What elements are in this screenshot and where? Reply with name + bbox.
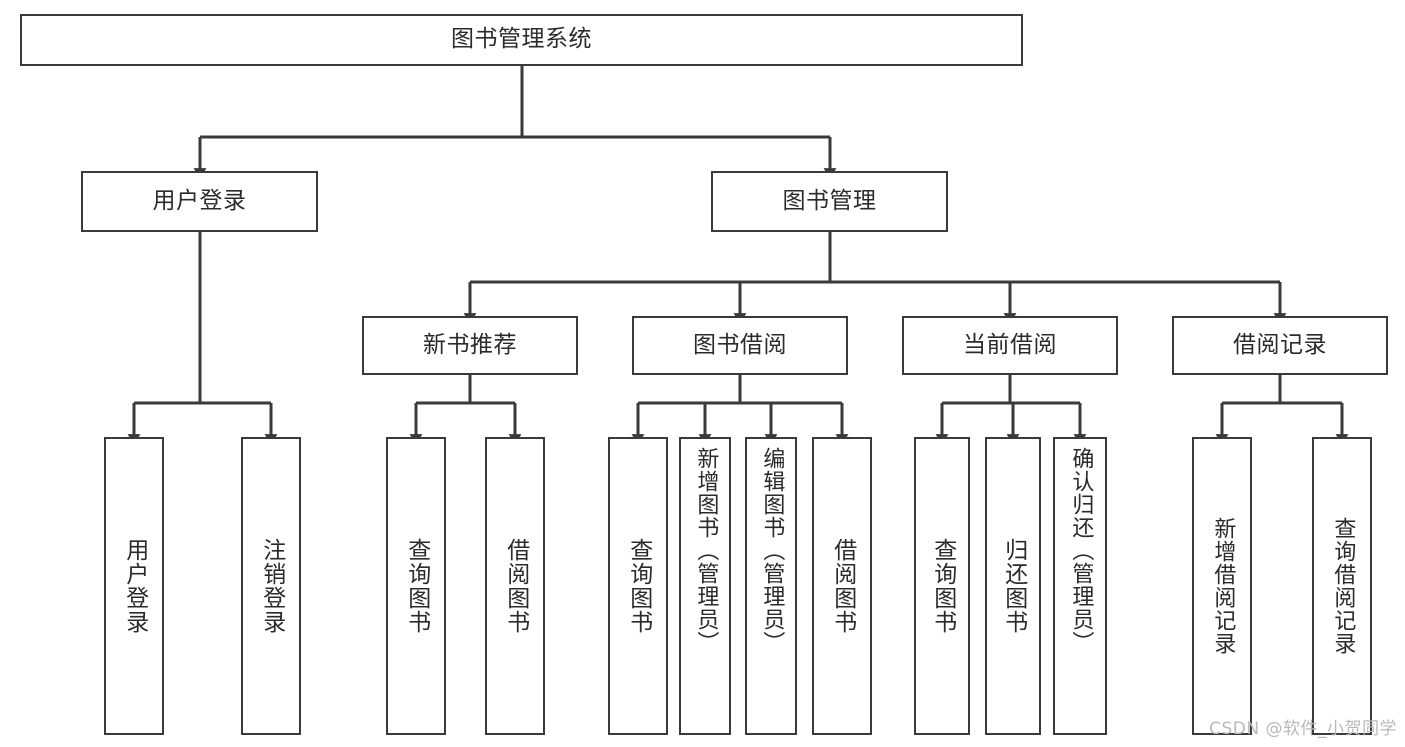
node-leaf-cb-query[interactable]: 查询图书 [914, 437, 970, 735]
node-label: 查询图书 [929, 538, 956, 634]
node-label: 归还图书 [1000, 538, 1027, 634]
node-label: 借阅图书 [829, 538, 856, 634]
node-label: 用户登录 [121, 538, 148, 634]
node-book-borrow[interactable]: 图书借阅 [632, 316, 848, 375]
node-leaf-br-query[interactable]: 查询借阅记录 [1312, 437, 1372, 735]
node-borrow-record[interactable]: 借阅记录 [1172, 316, 1388, 375]
node-label: 图书管理 [782, 187, 877, 214]
node-label: 注销登录 [258, 538, 285, 634]
node-label: 确认归还（管理员） [1068, 447, 1094, 654]
node-label: 查询图书 [403, 538, 430, 634]
watermark-label: CSDN @软件_小贺同学 [1209, 719, 1397, 739]
node-label: 新增图书（管理员） [693, 447, 719, 654]
node-label: 编辑图书（管理员） [759, 447, 785, 654]
node-label: 新书推荐 [423, 331, 517, 358]
node-label: 查询图书 [625, 538, 652, 634]
node-leaf-logout[interactable]: 注销登录 [241, 437, 301, 735]
node-current-borrow[interactable]: 当前借阅 [902, 316, 1118, 375]
node-label: 当前借阅 [963, 331, 1057, 358]
node-leaf-bb-borrow[interactable]: 借阅图书 [812, 437, 872, 735]
node-leaf-nb-query[interactable]: 查询图书 [386, 437, 446, 735]
node-label: 图书管理系统 [451, 26, 592, 53]
node-label: 图书借阅 [693, 331, 787, 358]
node-leaf-bb-add[interactable]: 新增图书（管理员） [679, 437, 731, 735]
node-book-manage[interactable]: 图书管理 [711, 171, 948, 232]
node-leaf-nb-borrow[interactable]: 借阅图书 [485, 437, 545, 735]
node-label: 查询借阅记录 [1330, 517, 1356, 655]
node-label: 借阅图书 [502, 538, 529, 634]
node-label: 借阅记录 [1233, 331, 1327, 358]
node-root[interactable]: 图书管理系统 [20, 14, 1023, 66]
node-leaf-br-add[interactable]: 新增借阅记录 [1192, 437, 1252, 735]
node-label: 新增借阅记录 [1210, 517, 1236, 655]
node-label: 用户登录 [152, 187, 247, 214]
node-leaf-bb-edit[interactable]: 编辑图书（管理员） [745, 437, 797, 735]
node-leaf-bb-query[interactable]: 查询图书 [608, 437, 668, 735]
node-leaf-user-login[interactable]: 用户登录 [104, 437, 164, 735]
node-new-book-rec[interactable]: 新书推荐 [362, 316, 578, 375]
node-leaf-cb-confirm[interactable]: 确认归还（管理员） [1053, 437, 1107, 735]
node-leaf-cb-return[interactable]: 归还图书 [985, 437, 1041, 735]
node-user-login[interactable]: 用户登录 [81, 171, 318, 232]
connector-paths [127, 66, 1349, 446]
